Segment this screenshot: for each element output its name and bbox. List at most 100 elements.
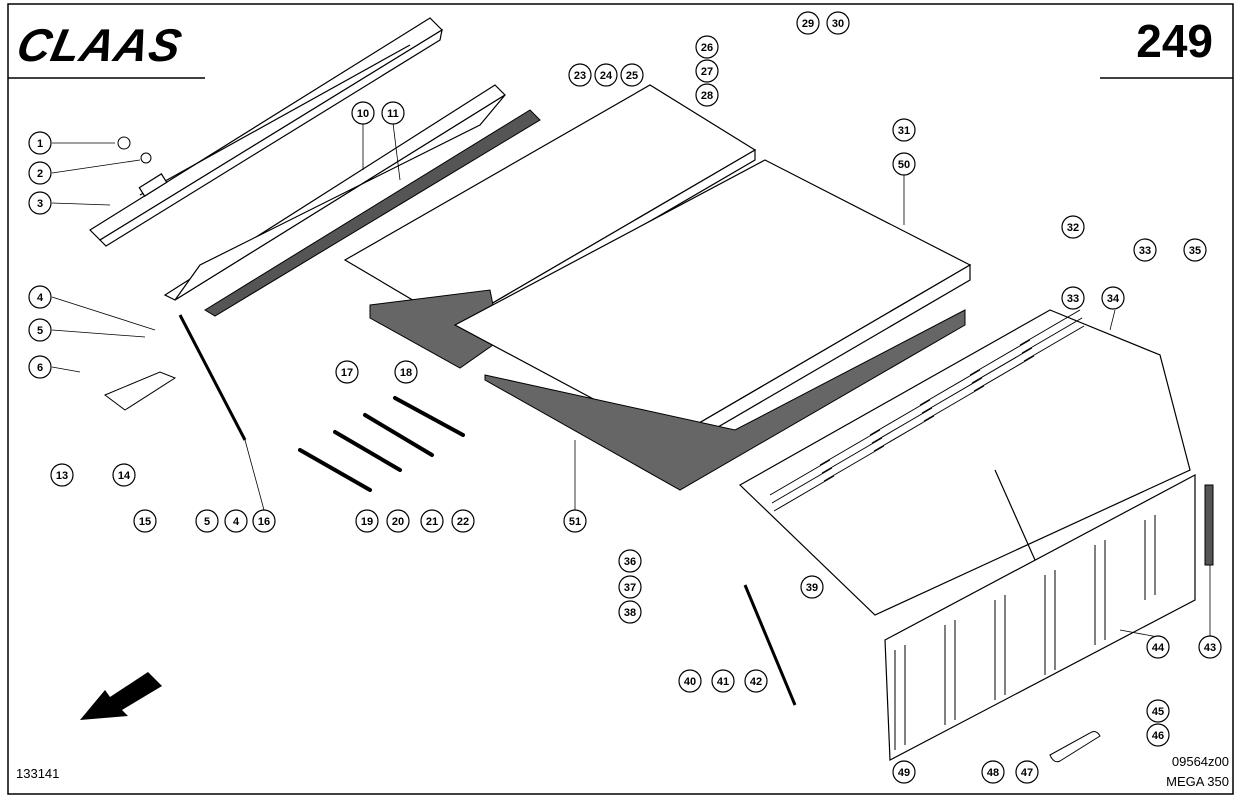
callout-5: 5 — [195, 509, 219, 533]
arrow-down-left-icon — [80, 672, 162, 720]
callout-label: 33 — [1139, 245, 1151, 257]
part-handle-46 — [1049, 731, 1101, 763]
callout-label: 40 — [684, 676, 696, 688]
callout-45: 45 — [1146, 699, 1170, 723]
machine-model: MEGA 350 — [1166, 774, 1229, 789]
callout-27: 27 — [695, 59, 719, 83]
part-foam-18 — [369, 289, 501, 369]
part-panel-44 — [884, 474, 1196, 761]
callout-label: 38 — [624, 607, 636, 619]
part-rod-16 — [178, 314, 247, 441]
callout-39: 39 — [800, 575, 824, 599]
callout-24: 24 — [594, 63, 618, 87]
callout-label: 46 — [1152, 730, 1164, 742]
callout-33: 33 — [1061, 286, 1085, 310]
page-number: 249 — [1136, 15, 1213, 67]
callout-label: 13 — [56, 470, 68, 482]
callout-label: 50 — [898, 159, 910, 171]
callout-16: 16 — [252, 509, 276, 533]
callout-38: 38 — [618, 600, 642, 624]
callout-21: 21 — [420, 509, 444, 533]
callout-label: 34 — [1107, 293, 1120, 305]
page-border — [7, 3, 1234, 795]
callout-label: 21 — [426, 516, 438, 528]
callout-label: 42 — [750, 676, 762, 688]
callout-5: 5 — [28, 318, 52, 342]
callout-49: 49 — [892, 760, 916, 784]
callout-label: 44 — [1152, 642, 1165, 654]
callout-46: 46 — [1146, 723, 1170, 747]
part-bolt-1 — [117, 136, 152, 164]
callout-label: 29 — [802, 18, 814, 30]
callout-18: 18 — [394, 360, 418, 384]
callout-32: 32 — [1061, 215, 1085, 239]
callout-label: 1 — [37, 138, 43, 150]
part-plate-50 — [453, 159, 972, 457]
callout-label: 43 — [1204, 642, 1216, 654]
callout-33: 33 — [1133, 238, 1157, 262]
callout-label: 33 — [1067, 293, 1079, 305]
callout-label: 11 — [387, 108, 399, 120]
callout-17: 17 — [335, 360, 359, 384]
part-strut-39 — [743, 584, 797, 706]
part-seal-43 — [1204, 484, 1214, 566]
part-strips-19-22 — [298, 396, 465, 492]
callout-23: 23 — [568, 63, 592, 87]
part-strip-11 — [204, 109, 541, 317]
callout-label: 16 — [258, 516, 270, 528]
callout-28: 28 — [695, 83, 719, 107]
callout-label: 30 — [832, 18, 844, 30]
callout-label: 3 — [37, 198, 43, 210]
part-bracket-14 — [104, 371, 177, 411]
callout-40: 40 — [678, 669, 702, 693]
callout-2: 2 — [28, 161, 52, 185]
callout-6: 6 — [28, 355, 52, 379]
callout-label: 51 — [569, 516, 581, 528]
callout-4: 4 — [28, 285, 52, 309]
callout-label: 47 — [1021, 767, 1033, 779]
callout-30: 30 — [826, 11, 850, 35]
callout-10: 10 — [351, 101, 375, 125]
callout-51: 51 — [563, 509, 587, 533]
callout-19: 19 — [355, 509, 379, 533]
callout-41: 41 — [711, 669, 735, 693]
drawing-code: 09564z00 — [1171, 754, 1229, 769]
callout-label: 4 — [37, 292, 44, 304]
callout-label: 41 — [717, 676, 729, 688]
callout-48: 48 — [981, 760, 1005, 784]
callout-36: 36 — [618, 549, 642, 573]
callout-label: 14 — [118, 470, 131, 482]
callout-label: 32 — [1067, 222, 1079, 234]
callout-37: 37 — [618, 575, 642, 599]
callout-11: 11 — [381, 101, 405, 125]
callout-13: 13 — [50, 463, 74, 487]
callout-label: 31 — [898, 125, 910, 137]
leader-lines — [51, 122, 1211, 638]
callout-label: 5 — [204, 516, 210, 528]
part-rail-3 — [89, 17, 443, 247]
callout-50: 50 — [892, 152, 916, 176]
callout-label: 27 — [701, 66, 713, 78]
callout-44: 44 — [1146, 635, 1170, 659]
callout-label: 23 — [574, 70, 586, 82]
callout-label: 26 — [701, 42, 713, 54]
callout-4: 4 — [224, 509, 248, 533]
callout-label: 15 — [139, 516, 151, 528]
callout-label: 49 — [898, 767, 910, 779]
callout-label: 18 — [400, 367, 412, 379]
callout-label: 6 — [37, 362, 43, 374]
callout-15: 15 — [133, 509, 157, 533]
callout-25: 25 — [620, 63, 644, 87]
callout-label: 39 — [806, 582, 818, 594]
callout-label: 2 — [37, 168, 43, 180]
callout-35: 35 — [1183, 238, 1207, 262]
callout-label: 10 — [357, 108, 369, 120]
callout-3: 3 — [28, 191, 52, 215]
callout-label: 36 — [624, 556, 636, 568]
part-strip-10 — [163, 84, 506, 301]
callout-26: 26 — [695, 35, 719, 59]
callout-label: 4 — [233, 516, 240, 528]
